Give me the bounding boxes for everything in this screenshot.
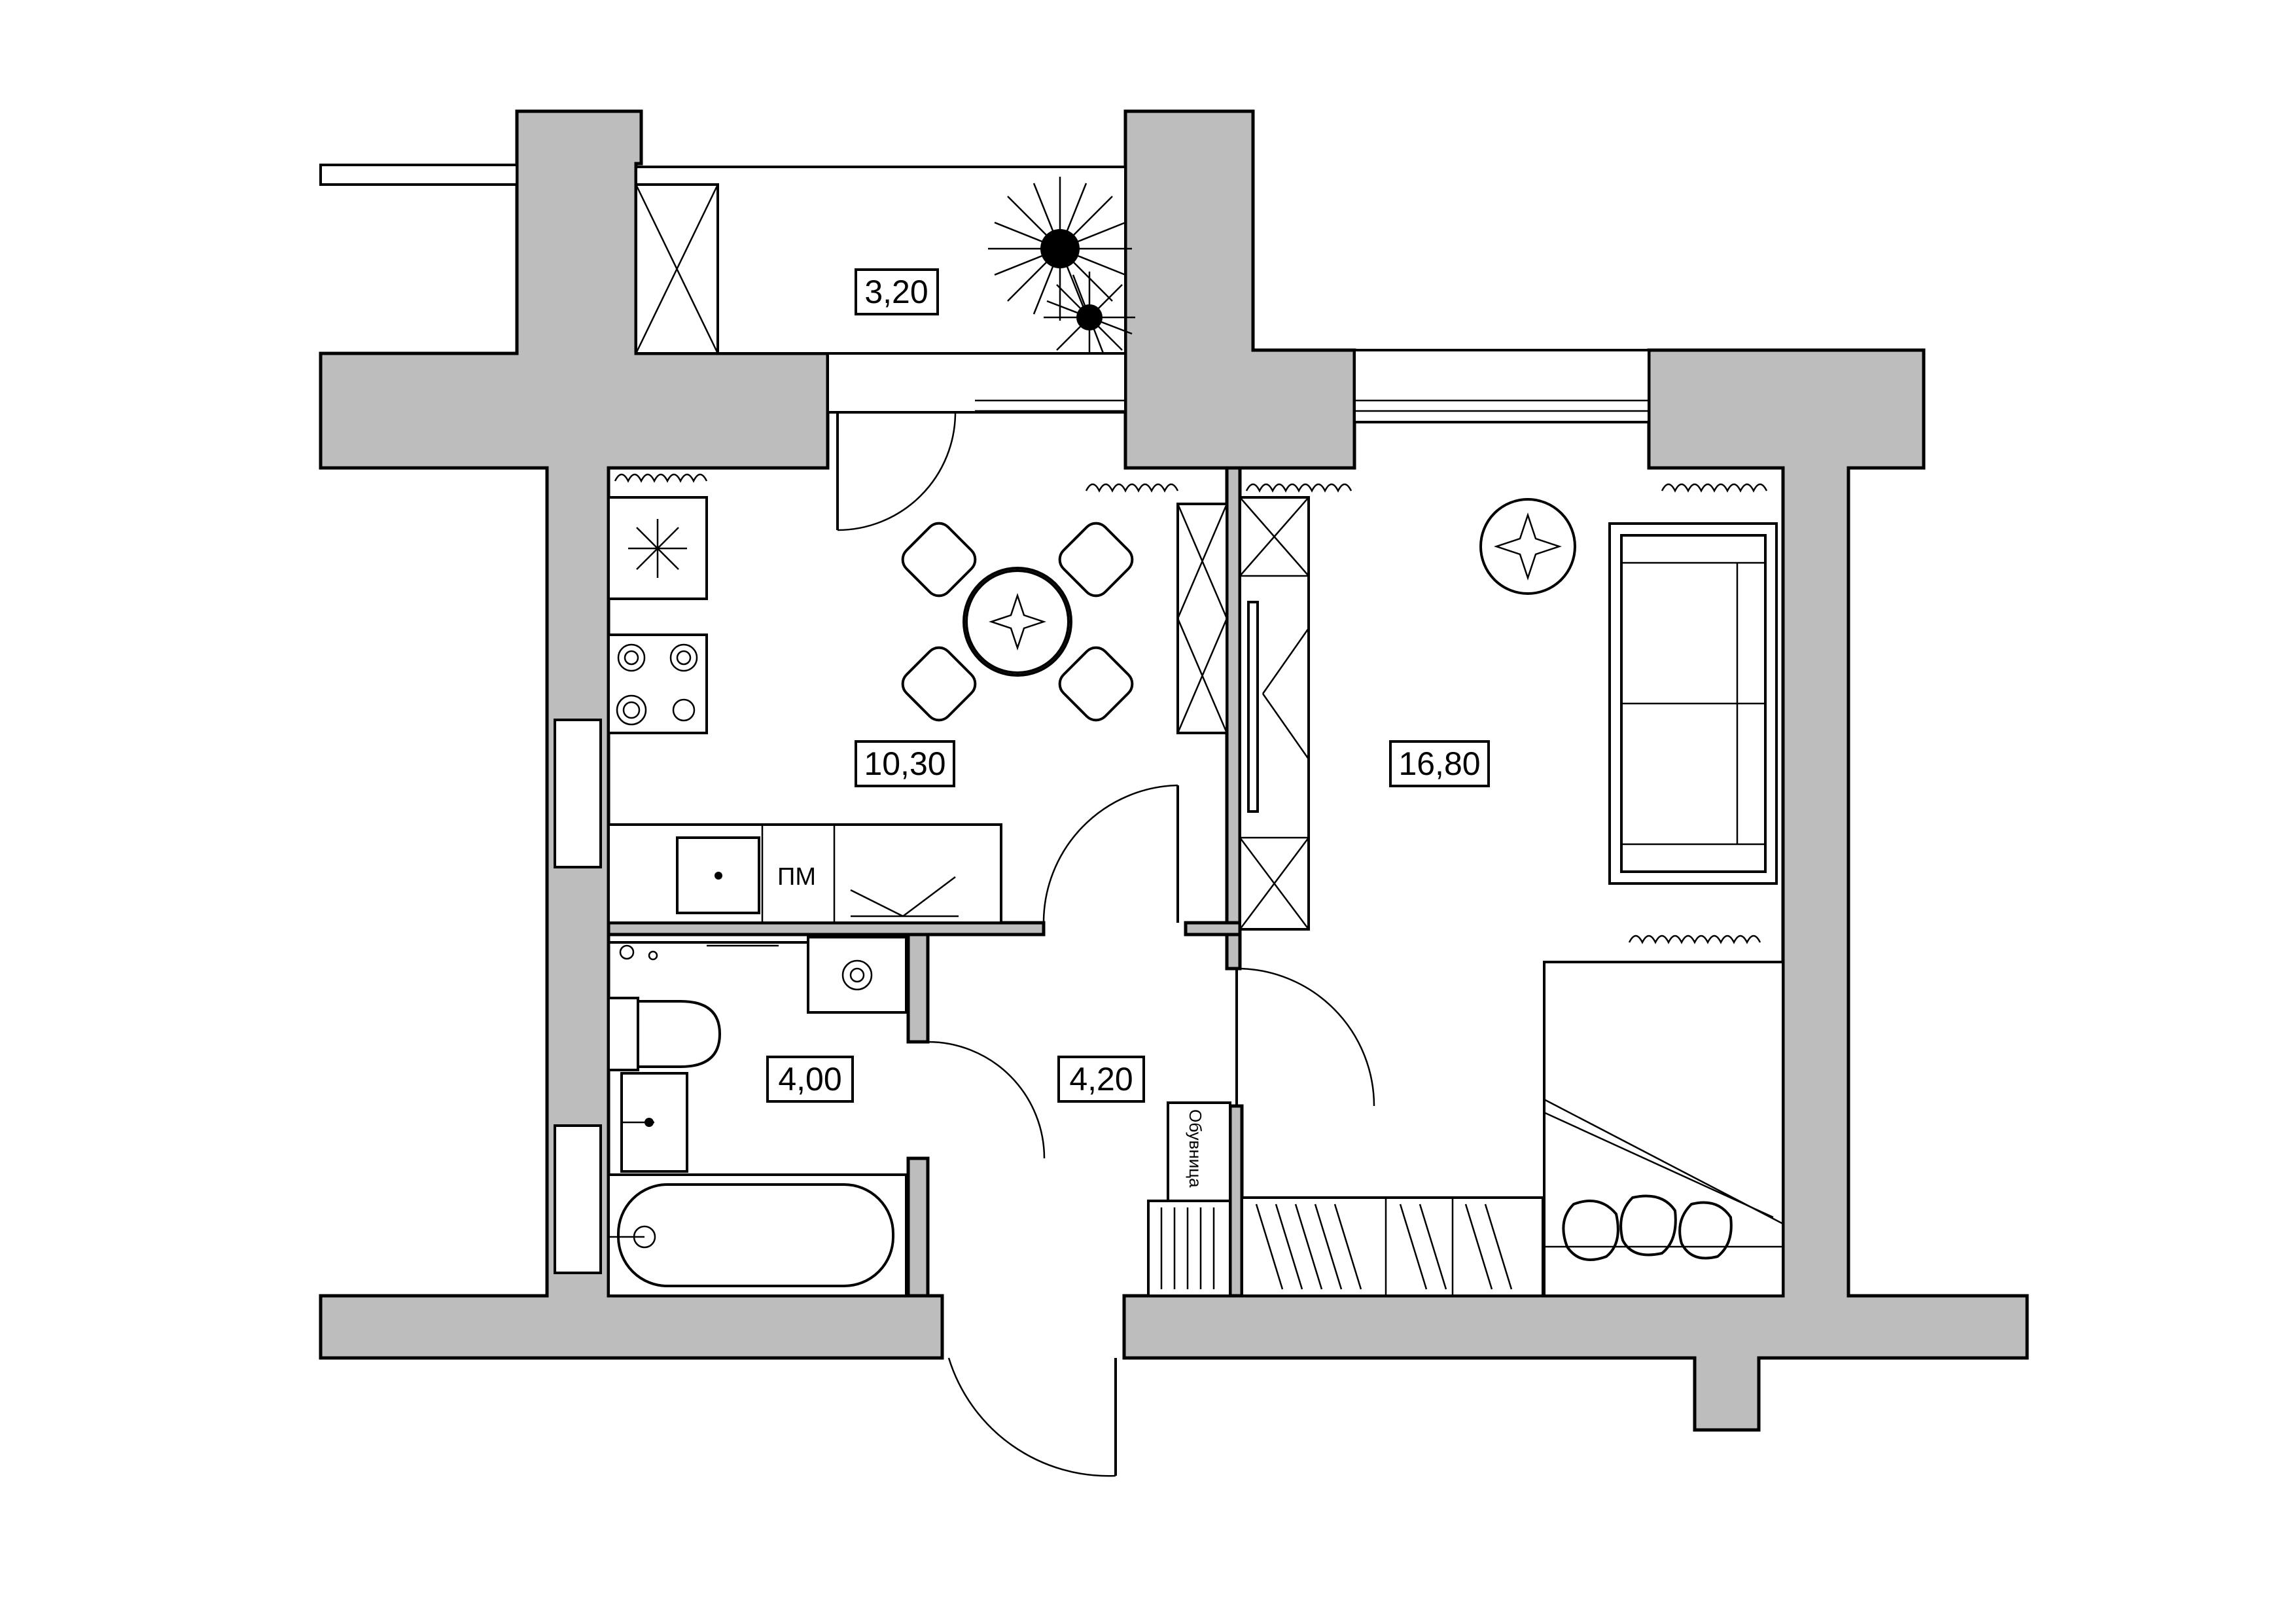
balcony-rail: [319, 164, 518, 186]
area-hallway: 4,20: [1069, 1061, 1133, 1097]
kitchen-counter: [607, 823, 1002, 924]
wall-bath-partition-lower: [906, 1156, 930, 1298]
walls: [319, 109, 2029, 1432]
doors: [836, 412, 1375, 1477]
bathroom: [607, 936, 908, 1297]
living-room: [1239, 483, 1784, 1297]
kitchen-wardrobe: [1176, 503, 1228, 734]
area-labels: 3,20 10,30 16,80 4,00 4,20: [766, 268, 1490, 1103]
kitchen: ПМ: [607, 473, 1228, 924]
plant-icon: [1479, 498, 1576, 595]
shoe-cabinet: [1167, 1101, 1231, 1202]
area-balcony: 3,20: [864, 274, 928, 310]
hall-wardrobe: [1241, 1196, 1544, 1297]
dining-table-icon: [901, 522, 1134, 722]
kitchen-window: [826, 352, 1127, 414]
plant-icon: [988, 177, 1132, 321]
wall-hall-right: [1228, 1104, 1244, 1298]
cooktop-icon: [628, 519, 687, 578]
hallway: Обувница: [1147, 1101, 1231, 1297]
wall-central-partition: [1225, 466, 1242, 971]
wall-kitchen-partition: [607, 921, 1046, 936]
stove: [607, 633, 708, 734]
balcony: [319, 164, 1135, 363]
area-bathroom: 4,00: [778, 1061, 841, 1097]
plant-icon: [1044, 272, 1135, 363]
bathtub-icon: [607, 1173, 908, 1297]
side-window-kitchen: [554, 719, 602, 868]
sofa-icon: [1608, 522, 1778, 885]
wall-left: [319, 109, 944, 1360]
wall-bath-partition: [906, 933, 930, 1044]
washing-machine-icon: [807, 936, 908, 1014]
dishwasher-label: ПМ: [777, 863, 816, 891]
tv-icon: [1247, 601, 1259, 813]
living-window: [1353, 349, 1650, 423]
shoe-cabinet-label: Обувница: [1186, 1109, 1205, 1188]
area-kitchen: 10,30: [864, 745, 945, 782]
side-window-bathroom: [554, 1124, 602, 1274]
wall-middle-top: [1123, 109, 1356, 470]
wall-central-partition-lower: [1184, 921, 1242, 936]
bed-icon: [1543, 961, 1784, 1297]
windows: [554, 349, 1650, 1274]
area-living-room: 16,80: [1398, 745, 1480, 782]
toilet-icon: [607, 997, 722, 1071]
